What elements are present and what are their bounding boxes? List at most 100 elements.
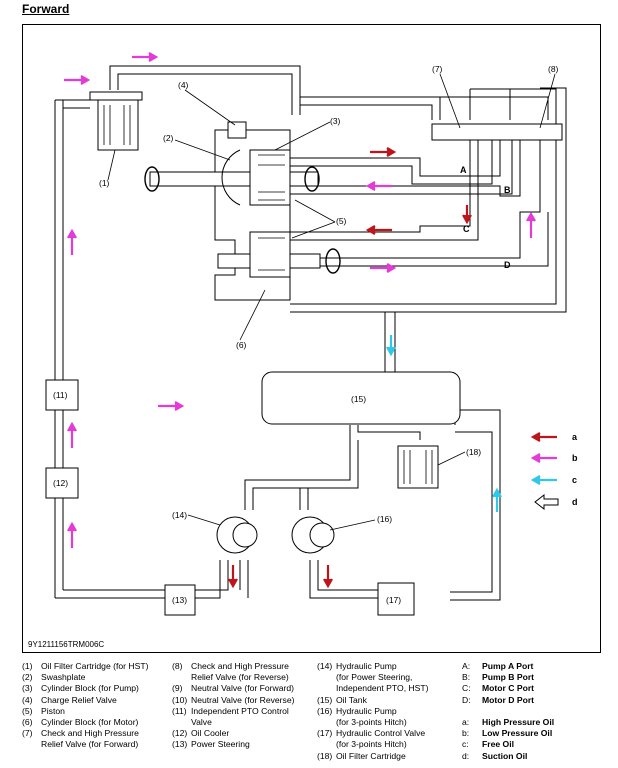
legend-item-key: a: [462,717,470,728]
legend-item-key: (17) [317,728,333,739]
oil-tank [261,371,461,425]
legend-item-text: Check and High Pressure [191,661,289,671]
legend-item-key: A: [462,661,471,671]
motor-rotation-indicator [325,248,341,274]
legend-item-text: Charge Relief Valve [41,694,117,705]
legend-item-text: Oil Cooler [191,728,230,739]
low-pressure-arrows [64,52,557,548]
legend-item-key: b: [462,728,470,739]
legend-item: (2) Swashplate [22,672,172,683]
legend-item-text: Oil Filter Cartridge [336,750,406,761]
power-steering [164,584,196,616]
high-pressure-arrows [228,147,557,589]
legend-item-text: High Pressure Oil [482,717,555,728]
legend-item-key: (11) [172,705,187,716]
legend-item: A: Pump A Port [462,661,602,672]
legend-item-text: Neutral Valve (for Reverse) [191,694,295,705]
legend-item-key: (18) [317,750,333,761]
legend-item: (6)Cylinder Block (for Motor) [22,717,172,728]
output-shaft [217,253,251,269]
legend-item-text: Neutral Valve (for Forward) [191,683,294,694]
callout-7: (7) [432,64,443,74]
legend-item-text: Hydraulic Pump [336,661,397,671]
legend-item-key: (3) [22,683,33,694]
legend-column-1: (1)Oil Filter Cartridge (for HST)(2) Swas… [22,661,172,751]
diagram-frame [22,24,601,653]
legend-item-key: (4) [22,694,33,705]
legend-key-b: b [572,453,578,463]
callout-17: (17) [386,595,401,605]
legend-item-key: (1) [22,661,33,671]
legend-item-text: Hydraulic Control Valve [336,728,426,739]
legend-item-key: (10) [172,694,188,705]
pump-rotation-indicator [144,166,160,192]
legend-column-3: (14)Hydraulic Pump(for Power Steering,In… [317,661,457,762]
legend-item-text: Suction Oil [482,750,528,761]
callout-18: (18) [466,447,481,457]
callout-13: (13) [172,595,187,605]
legend-item: (8) Check and High Pressure [172,661,312,672]
legend-item-continuation: Relief Valve (for Forward) [41,739,139,750]
callout-3: (3) [330,116,341,126]
legend-item-text: Hydraulic Pump [336,705,397,716]
callout-2: (2) [163,133,174,143]
legend-item-key: (13) [172,739,188,750]
legend-item: (7)Check and High Pressure [22,728,172,739]
legend-key-c: c [572,475,577,485]
swashplate [221,149,241,206]
callout-5: (5) [336,216,347,226]
callout-6: (6) [236,340,247,350]
legend-item: (18)Oil Filter Cartridge [317,751,457,762]
legend-item-key: (12) [172,728,188,739]
legend-item-key: (6) [22,717,33,728]
filter-1-cap [89,91,143,101]
check-relief-valve-body [431,123,563,141]
oil-cooler [45,467,79,499]
legend-item-text: Swashplate [41,672,86,683]
legend-item: (3)Cylinder Block (for Pump) [22,683,172,694]
legend-key-d: d [572,497,578,507]
callout-1: (1) [99,178,110,188]
legend-item-continuation: (for 3-points Hitch) [336,739,407,750]
legend-item-text: Independent PTO Control [191,705,289,716]
free-oil-arrows [386,335,557,512]
legend-item: (11) Independent PTO Control [172,706,312,717]
legend-key-a: a [572,432,578,442]
legend-item-text: Motor C Port [482,683,535,694]
legend-item-text: Pump A Port [482,661,534,671]
diagram-title: Forward [22,2,70,16]
legend-item: (16)Hydraulic Pump [317,706,457,717]
legend-item-key: (2) [22,672,33,683]
legend-item: (9)Neutral Valve (for Forward) [172,683,312,694]
callout-8: (8) [548,64,559,74]
pump-cylinder-block [249,149,291,206]
legend-item [462,706,602,717]
legend-item: C: Motor C Port [462,683,602,694]
legend-item: (5)Piston [22,706,172,717]
callout-11: (11) [53,390,68,400]
legend-item: (14)Hydraulic Pump [317,661,457,672]
legend-item-continuation: (for Power Steering, [336,672,413,683]
legend-item-text: Oil Tank [336,694,367,705]
port-d-label: D [504,260,511,270]
legend-item: d:Suction Oil [462,751,602,762]
legend-item-text: Low Pressure Oil [482,728,553,739]
legend-item-text: Power Steering [191,739,250,750]
figure-code: 9Y1211156TRM006C [28,640,104,649]
port-a-label: A [460,165,467,175]
port-b-label: B [504,185,511,195]
callout-12: (12) [53,478,68,488]
legend-item-key: (8) [172,661,183,671]
legend-item-text: Piston [41,705,65,716]
legend-item: (4) Charge Relief Valve [22,695,172,706]
port-c-label: C [463,224,470,234]
callout-14: (14) [172,510,187,520]
legend-item-key: (15) [317,694,333,705]
legend-item-key: C: [462,683,471,694]
legend-item: (1)Oil Filter Cartridge (for HST) [22,661,172,672]
legend-item-continuation: Independent PTO, HST) [336,683,429,694]
legend-item: c:Free Oil [462,739,602,750]
